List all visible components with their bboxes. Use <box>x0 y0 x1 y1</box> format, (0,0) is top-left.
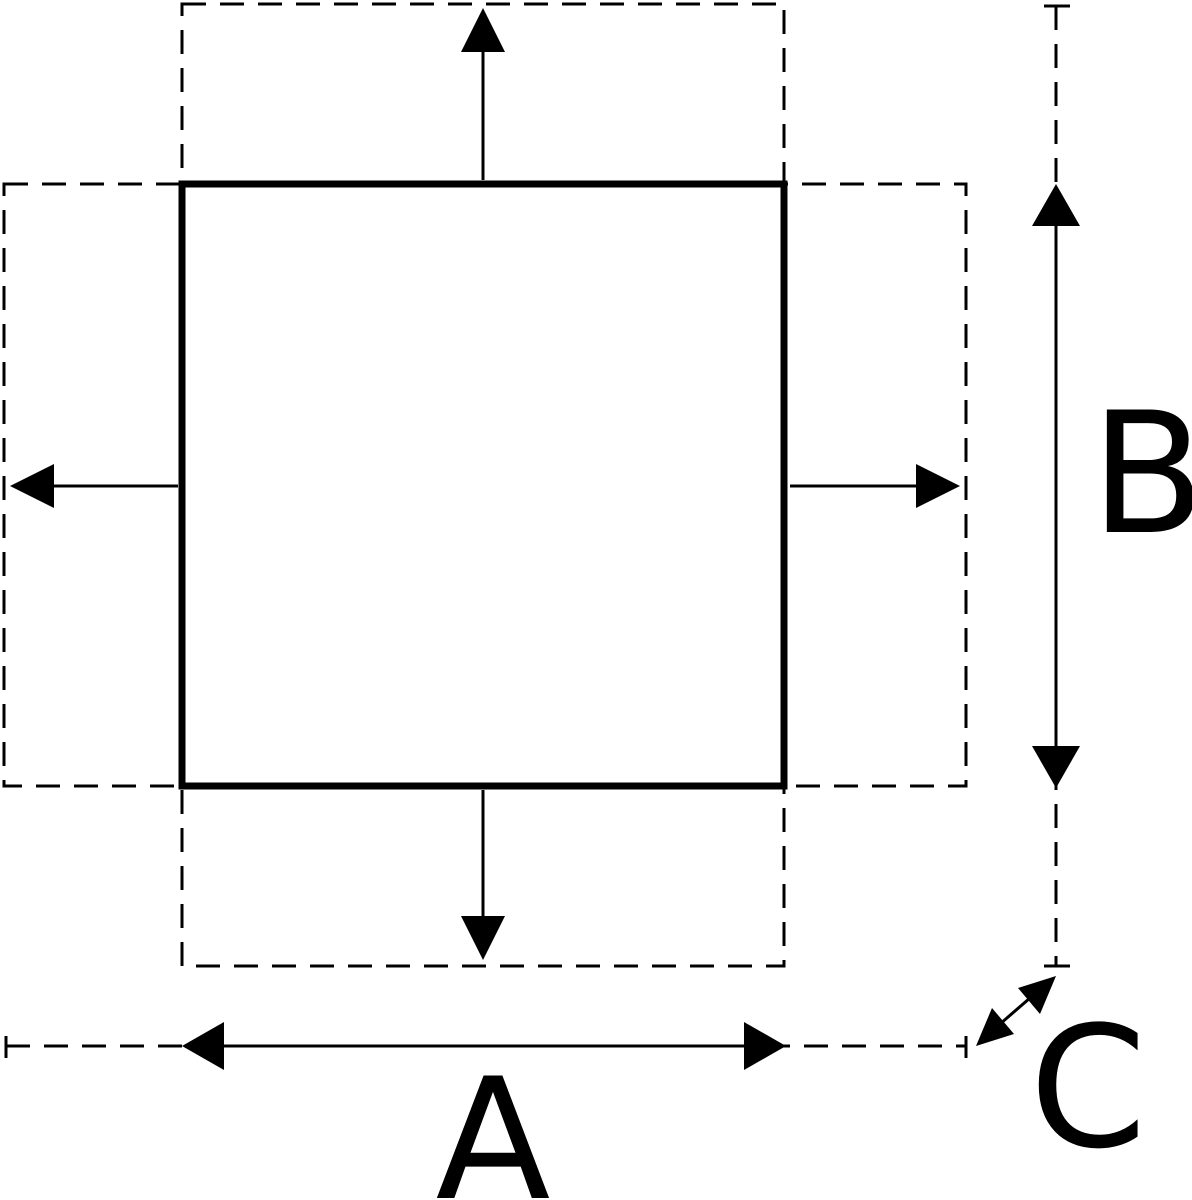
arrow-left <box>10 464 178 508</box>
dimension-c <box>976 976 1056 1046</box>
label-b: B <box>1090 376 1192 572</box>
arrow-up <box>461 8 505 180</box>
central-square <box>178 180 788 790</box>
label-c: C <box>1029 990 1146 1186</box>
horizontal-expansion-outline <box>2 182 968 788</box>
arrow-right <box>790 464 960 508</box>
dimension-b <box>1032 4 1080 968</box>
dimension-a <box>4 1022 968 1070</box>
label-a: A <box>436 1042 551 1200</box>
arrow-down <box>461 790 505 960</box>
